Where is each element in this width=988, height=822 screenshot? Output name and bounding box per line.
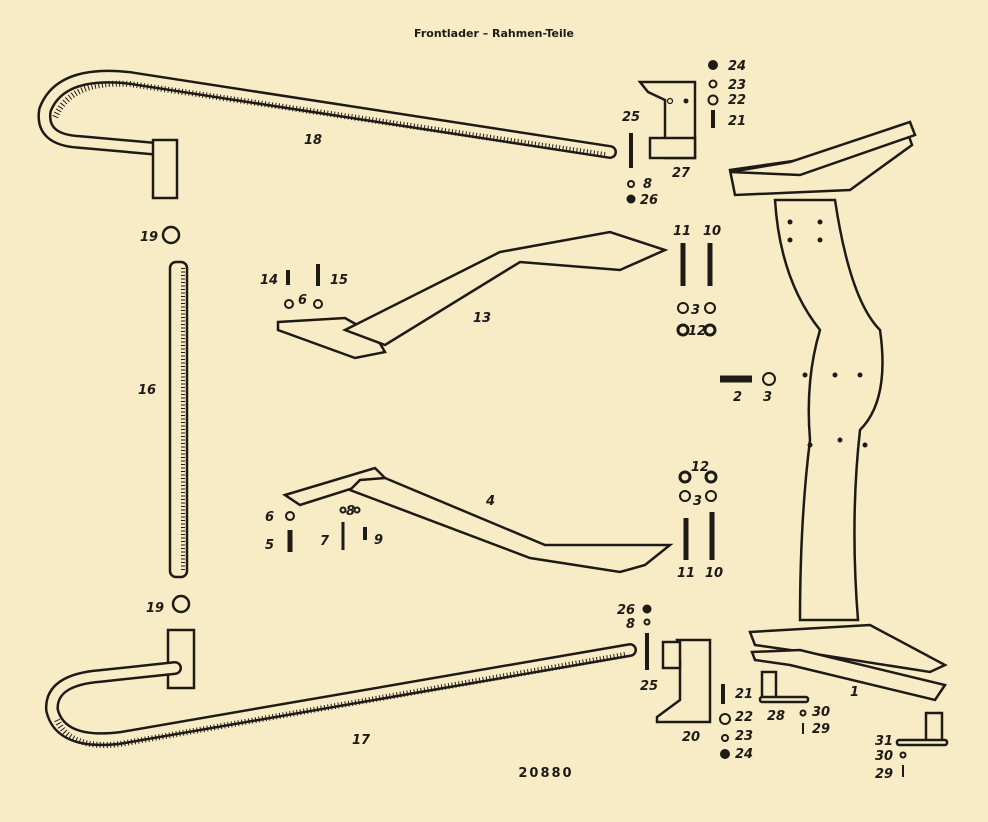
label-23b: 23	[735, 729, 753, 744]
label-11: 11	[673, 224, 691, 239]
label-10b: 10	[705, 566, 723, 581]
label-30b: 30	[875, 749, 893, 764]
label-29b: 29	[875, 767, 893, 782]
tube-18	[37, 69, 617, 200]
tube-16	[168, 260, 189, 579]
label-8b: 8	[346, 504, 355, 519]
ring-19-top	[161, 225, 181, 245]
label-31: 31	[875, 734, 893, 749]
bracket-13	[276, 230, 669, 360]
label-2: 2	[733, 390, 742, 405]
label-12: 12	[688, 324, 706, 339]
label-21: 21	[728, 114, 746, 129]
label-13: 13	[473, 311, 491, 326]
hardware	[284, 60, 907, 777]
label-11b: 11	[677, 566, 695, 581]
label-1: 1	[850, 685, 859, 700]
label-19b: 19	[146, 601, 164, 616]
label-3b: 3	[763, 390, 772, 405]
label-25b: 25	[640, 679, 658, 694]
label-24: 24	[728, 59, 746, 74]
label-4: 4	[485, 494, 495, 509]
label-12b: 12	[691, 460, 709, 475]
label-30: 30	[812, 705, 830, 720]
label-22: 22	[728, 93, 746, 108]
label-10: 10	[703, 224, 721, 239]
label-25: 25	[622, 110, 640, 125]
pin-28	[758, 670, 810, 704]
ring-19-bottom	[171, 594, 191, 614]
drawing-number: 20880	[518, 766, 573, 781]
label-9: 9	[374, 533, 383, 548]
frame-1	[728, 120, 948, 702]
label-8c: 8	[626, 617, 635, 632]
label-5: 5	[265, 538, 274, 553]
bracket-4	[282, 466, 674, 574]
label-22b: 22	[735, 710, 753, 725]
label-26b: 26	[617, 603, 635, 618]
label-23: 23	[728, 78, 746, 93]
label-8: 8	[643, 177, 652, 192]
label-16: 16	[138, 383, 156, 398]
label-15: 15	[330, 273, 348, 288]
label-29: 29	[812, 722, 830, 737]
label-27: 27	[672, 166, 691, 181]
label-7: 7	[320, 534, 330, 549]
label-28: 28	[767, 709, 785, 724]
part-labels: 18 25 27 24 23 22 21 8 26 19 14 15 6 13 …	[138, 59, 893, 782]
tube-17	[44, 628, 637, 748]
label-6b: 6	[265, 510, 274, 525]
label-21b: 21	[735, 687, 753, 702]
bracket-27	[637, 80, 697, 160]
label-14: 14	[260, 273, 278, 288]
label-26: 26	[640, 193, 658, 208]
label-20: 20	[682, 730, 700, 745]
pin-31	[895, 711, 949, 747]
label-3: 3	[691, 303, 700, 318]
label-6: 6	[298, 293, 307, 308]
label-17: 17	[352, 733, 371, 748]
label-3c: 3	[693, 494, 702, 509]
diagram-title: Frontlader – Rahmen-Teile	[414, 27, 574, 40]
label-19: 19	[140, 230, 158, 245]
label-18: 18	[304, 133, 322, 148]
bracket-20	[655, 638, 712, 724]
label-24b: 24	[735, 747, 753, 762]
